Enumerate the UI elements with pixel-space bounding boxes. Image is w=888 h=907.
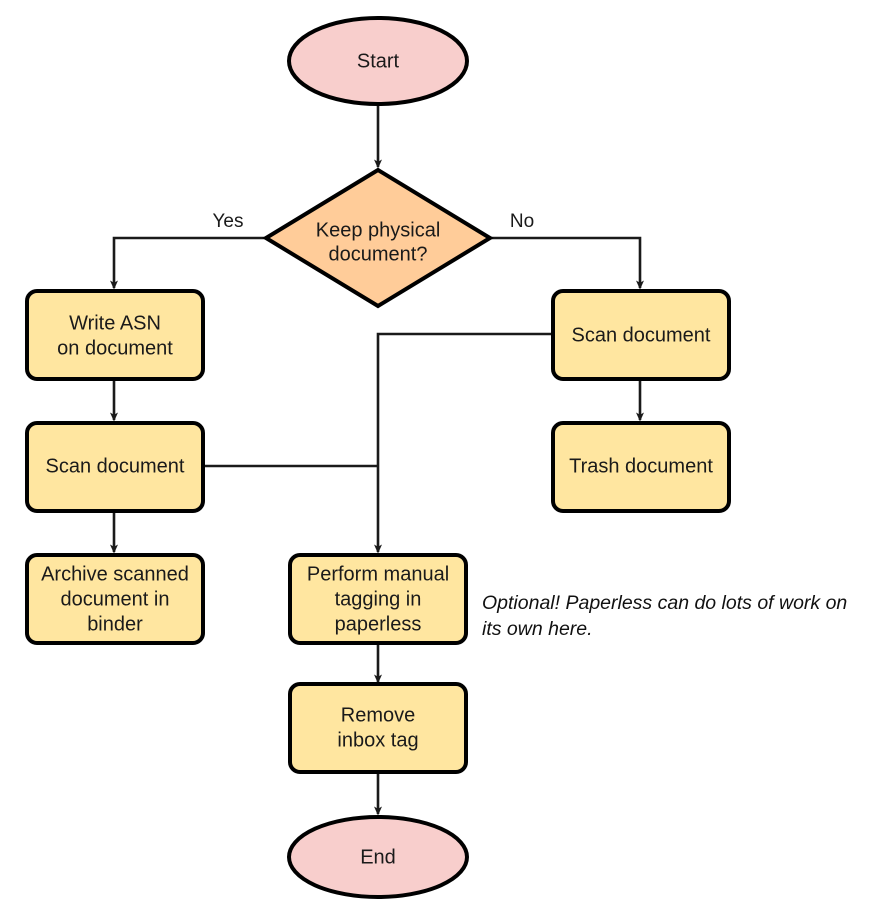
node-trash-document[interactable]: Trash document — [551, 421, 731, 513]
node-scan-document-left[interactable]: Scan document — [25, 421, 205, 513]
connector-layer — [110, 103, 644, 816]
node-archive-scanned-document-in-binder[interactable]: Archive scanned document in binder — [25, 553, 205, 645]
node-manual-tagging-label-line3: paperless — [335, 613, 422, 635]
annotation-note-line2: its own here. — [482, 618, 593, 640]
node-remove-inbox-tag[interactable]: Remove inbox tag — [288, 682, 468, 774]
node-manual-tagging-label-line1: Perform manual — [307, 563, 449, 585]
node-decision-keep-physical-document[interactable]: Keep physical document? — [262, 167, 494, 309]
node-write-asn-label-line2: on document — [57, 337, 173, 359]
edge-decision-no-to-scan-right — [489, 236, 644, 290]
edge-decision-yes-to-write-asn — [110, 236, 267, 290]
node-archive-label-line1: Archive scanned — [41, 563, 189, 585]
node-archive-label-line2: document in — [61, 588, 170, 610]
node-start[interactable]: Start — [287, 16, 469, 106]
edge-label-yes: Yes — [213, 211, 244, 232]
node-end-label: End — [360, 846, 396, 868]
node-perform-manual-tagging[interactable]: Perform manual tagging in paperless — [288, 553, 468, 645]
node-write-asn-on-document[interactable]: Write ASN on document — [25, 289, 205, 381]
annotation-note-optional: Optional! Paperless can do lots of work … — [482, 592, 847, 640]
node-archive-label-line3: binder — [87, 613, 143, 635]
node-manual-tagging-label-line2: tagging in — [335, 588, 422, 610]
node-decision-label-line1: Keep physical — [316, 219, 441, 241]
node-remove-inbox-label-line1: Remove — [341, 704, 415, 726]
edge-label-no: No — [510, 211, 534, 232]
node-scan-document-right-label: Scan document — [572, 324, 711, 346]
node-scan-document-left-label: Scan document — [46, 455, 185, 477]
edge-scan-right-to-manual-tagging — [374, 332, 552, 554]
node-start-label: Start — [357, 50, 400, 72]
node-write-asn-label-line1: Write ASN — [69, 312, 161, 334]
node-scan-document-right[interactable]: Scan document — [551, 289, 731, 381]
node-decision-label-line2: document? — [329, 243, 428, 265]
annotation-note-line1: Optional! Paperless can do lots of work … — [482, 592, 847, 614]
node-trash-document-label: Trash document — [569, 455, 713, 477]
node-remove-inbox-label-line2: inbox tag — [337, 729, 418, 751]
node-end[interactable]: End — [287, 815, 469, 899]
